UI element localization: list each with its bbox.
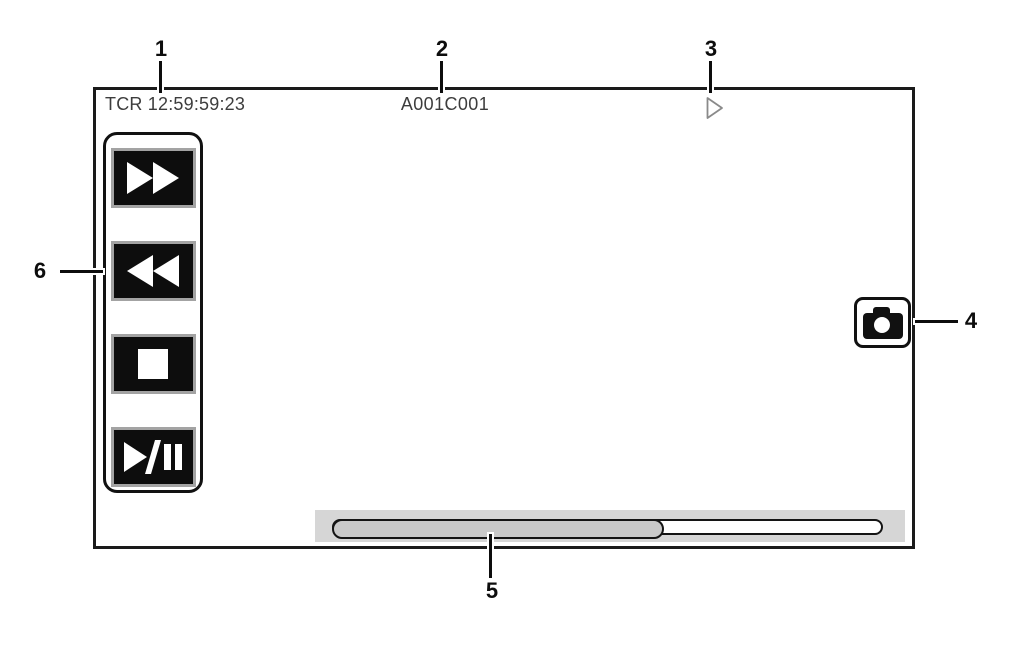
callout-label-3: 3 xyxy=(704,36,718,61)
timecode-display: TCR 12:59:59:23 xyxy=(105,94,246,114)
rewind-button[interactable] xyxy=(110,241,196,301)
rewind-icon xyxy=(127,255,179,287)
snapshot-button[interactable] xyxy=(854,297,911,348)
progress-fill xyxy=(332,519,665,539)
camera-icon xyxy=(862,306,903,339)
progress-strip xyxy=(315,510,905,542)
playback-controls-panel xyxy=(103,132,203,493)
callout-line-6 xyxy=(60,270,103,273)
callout-label-1: 1 xyxy=(154,36,168,61)
playback-screen: TCR 12:59:59:23 A001C001 xyxy=(93,87,915,549)
callout-line-3 xyxy=(709,61,712,93)
play-outline-icon xyxy=(706,96,724,120)
fast-forward-icon xyxy=(127,162,179,194)
fast-forward-button[interactable] xyxy=(110,148,196,208)
stop-icon xyxy=(138,349,168,379)
callout-line-2 xyxy=(440,61,443,93)
callout-label-6: 6 xyxy=(33,258,47,283)
play-pause-icon xyxy=(124,440,182,474)
callout-label-5: 5 xyxy=(485,578,499,603)
callout-line-1 xyxy=(159,61,162,93)
callout-label-4: 4 xyxy=(964,308,978,333)
stop-button[interactable] xyxy=(110,334,196,394)
callout-label-2: 2 xyxy=(435,36,449,61)
progress-bar[interactable] xyxy=(332,519,883,539)
play-pause-button[interactable] xyxy=(110,427,196,487)
callout-line-5 xyxy=(489,534,492,578)
clip-name-display: A001C001 xyxy=(400,94,490,114)
callout-line-4 xyxy=(915,320,958,323)
